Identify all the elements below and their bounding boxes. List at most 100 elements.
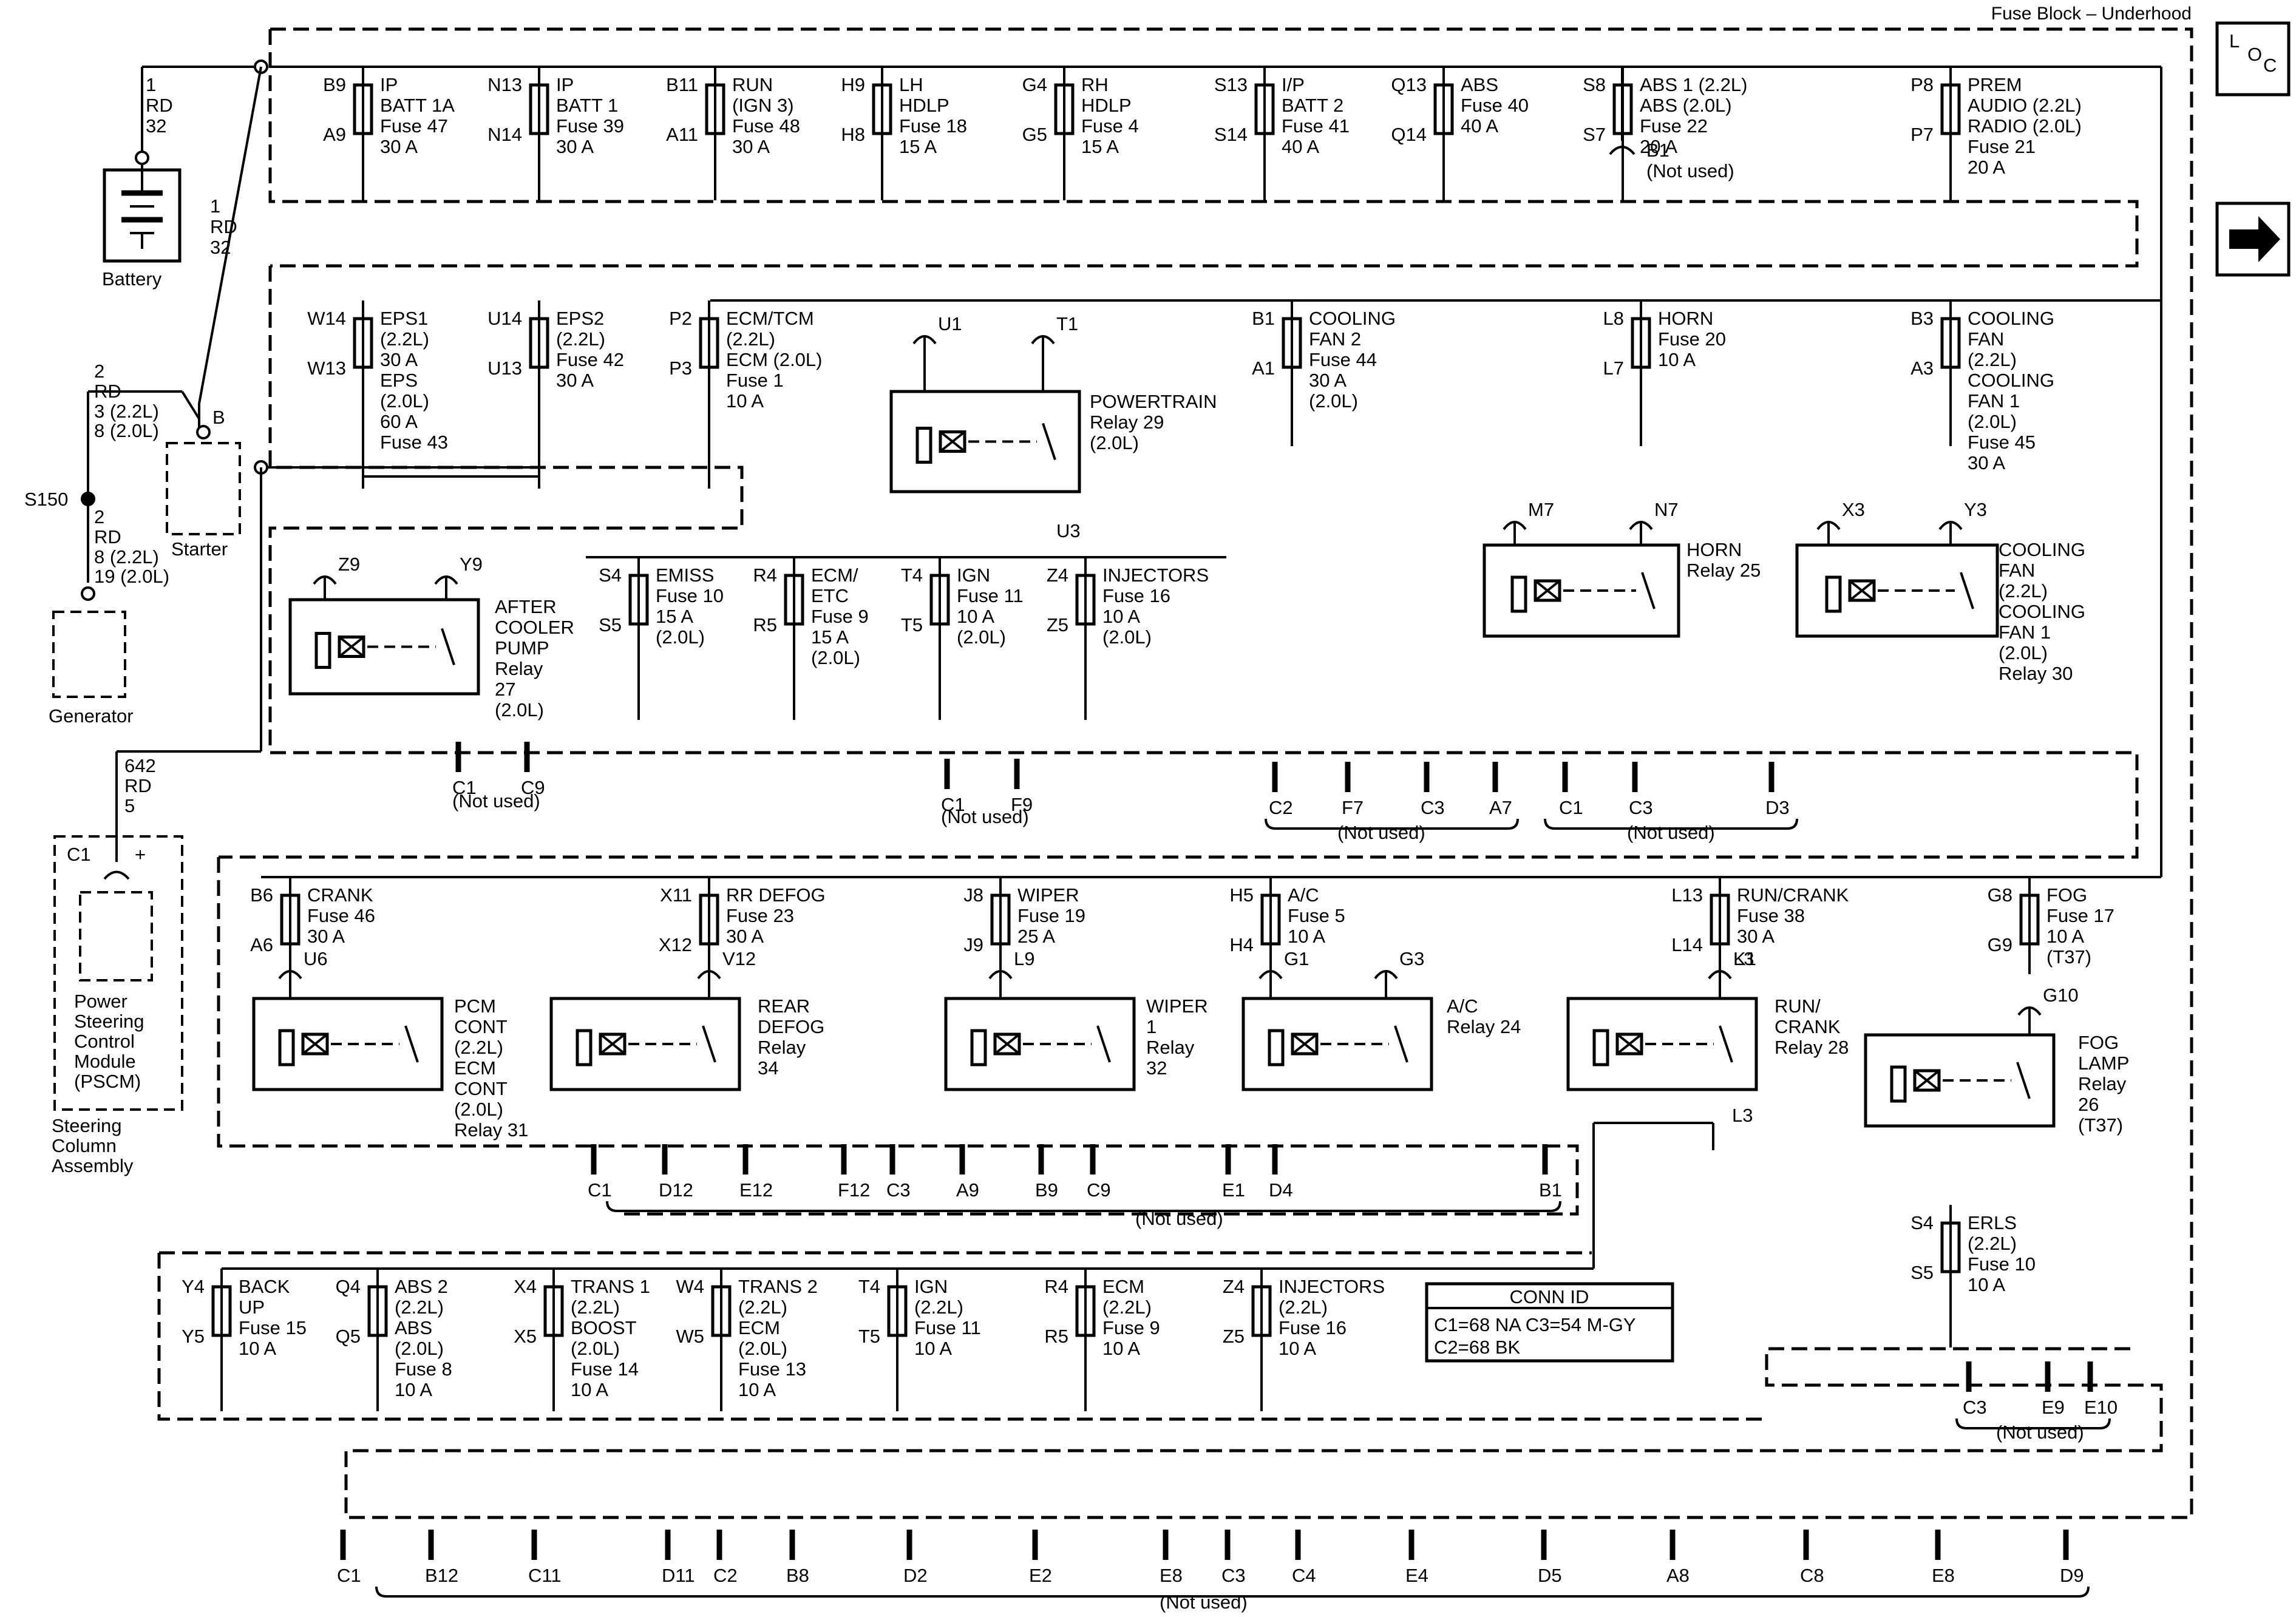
- wire-num: 2: [94, 361, 104, 382]
- not-used-label: (Not used): [1135, 1208, 1223, 1229]
- fuse-label-line: 15 A: [656, 606, 693, 627]
- fuse-label-line: Fuse 17: [2046, 905, 2114, 926]
- switch-icon: [1641, 572, 1656, 609]
- relay-label-line: COOLING: [1999, 601, 2085, 622]
- fuse-pin-top: W14: [307, 308, 346, 329]
- fuse-label-line: Fuse 41: [1282, 115, 1350, 137]
- relay-pin: V12: [722, 948, 756, 969]
- relay-label-line: (2.2L): [1999, 580, 2048, 602]
- fuse-pin-top: J8: [963, 884, 983, 906]
- fuse-label-line: ECM: [738, 1317, 780, 1338]
- fuse-label-line: 15 A: [899, 136, 937, 157]
- wire-gauge: 32: [146, 115, 166, 137]
- fuse-label-line: Fuse 48: [732, 115, 800, 137]
- relay-label-line: (2.0L): [495, 699, 544, 720]
- fuse-label-line: Fuse 47: [380, 115, 448, 137]
- relay-label-line: Relay 28: [1775, 1037, 1849, 1058]
- loc-button[interactable]: L O C: [2215, 21, 2291, 97]
- fuse-label-line: LH: [899, 74, 923, 95]
- fuse-label-line: (2.2L): [556, 328, 605, 350]
- fuse-label-line: 10 A: [726, 390, 764, 412]
- relay-pin: L3: [1733, 948, 1754, 969]
- connector-pin: C3: [886, 1179, 911, 1201]
- relay-label-line: A/C: [1447, 995, 1478, 1017]
- pscm-plus: +: [135, 844, 146, 865]
- fuse-label-line: Fuse 45: [1968, 432, 2036, 453]
- fuse-label-line: Fuse 18: [899, 115, 967, 137]
- steering-label-line: Steering: [52, 1115, 121, 1136]
- fuse-label-line: Fuse 15: [239, 1317, 307, 1338]
- fuse-label-line: 10 A: [914, 1338, 952, 1359]
- switch-icon: [404, 1025, 419, 1063]
- fuse-pin-bottom: H4: [1229, 934, 1254, 955]
- fuse-label-line: 10 A: [1102, 1338, 1140, 1359]
- fuse-pin-bottom: L7: [1603, 358, 1624, 379]
- fuse-pin-bottom: W13: [307, 358, 346, 379]
- connector-pin: C3: [1221, 1565, 1246, 1586]
- fuse-label-line: ECM (2.0L): [726, 349, 822, 370]
- fuse-label-line: BOOST: [571, 1317, 637, 1338]
- starter-pin: B: [212, 407, 225, 428]
- relay-label-line: WIPER: [1146, 995, 1208, 1017]
- fuse-label-line: EPS1: [380, 308, 428, 329]
- connector-pin: C1: [941, 794, 965, 815]
- fuse-label-line: 30 A: [556, 136, 594, 157]
- switch-icon: [702, 1025, 716, 1063]
- relay-label-line: AFTER: [495, 596, 557, 617]
- not-used-label: (Not used): [1337, 822, 1425, 843]
- fuse-label-line: (2.0L): [656, 626, 705, 648]
- fuse-label-line: Fuse 4: [1081, 115, 1139, 137]
- connector-pin: E8: [1160, 1565, 1183, 1586]
- fuse-label-line: IGN: [957, 564, 990, 586]
- fuse-label-line: 30 A: [307, 926, 345, 947]
- switch-icon: [1960, 572, 1974, 609]
- connector-pin: C11: [528, 1565, 562, 1586]
- fuse-label-line: Fuse 38: [1737, 905, 1805, 926]
- fuse-label-line: ABS 2: [395, 1276, 448, 1297]
- switch-icon: [1394, 1025, 1408, 1063]
- fuse-label-line: HDLP: [1081, 95, 1132, 116]
- fuse-label-line: (2.2L): [738, 1297, 787, 1318]
- relay-pin: L9: [1014, 948, 1034, 969]
- relay-label-line: Relay 31: [454, 1119, 528, 1141]
- fuse-pin-top: X11: [660, 884, 692, 906]
- fuse-label-line: (IGN 3): [732, 95, 794, 116]
- battery: Battery 1 RD 32: [102, 59, 268, 290]
- relay-pin: Y9: [460, 554, 483, 575]
- fuse-pin-bottom: W5: [676, 1326, 705, 1347]
- fuse-pin-bottom: A3: [1911, 358, 1934, 379]
- relay-label-line: PCM: [454, 995, 496, 1017]
- pscm-label-line: Power: [74, 991, 127, 1012]
- fuse-label-line: 15 A: [811, 626, 849, 648]
- fuse-label-line: (2.2L): [1279, 1297, 1328, 1318]
- next-page-button[interactable]: [2215, 202, 2291, 277]
- connector-pin: F12: [838, 1179, 870, 1201]
- fuse-pin-bottom: A9: [323, 124, 346, 145]
- relay-label-line: 26: [2078, 1094, 2099, 1115]
- fuse-label-line: Fuse 16: [1102, 585, 1170, 606]
- fuse-label-line: A/C: [1288, 884, 1319, 906]
- switch-icon: [441, 628, 455, 666]
- not-used-label: (Not used): [941, 806, 1029, 827]
- fuse-label-line: 10 A: [571, 1379, 608, 1400]
- fuse-label-line: Fuse 16: [1279, 1317, 1347, 1338]
- fuse-pin-bottom: Y5: [182, 1326, 205, 1347]
- fuse-label-line: BATT 1: [556, 95, 618, 116]
- relay-pin: N7: [1654, 499, 1679, 520]
